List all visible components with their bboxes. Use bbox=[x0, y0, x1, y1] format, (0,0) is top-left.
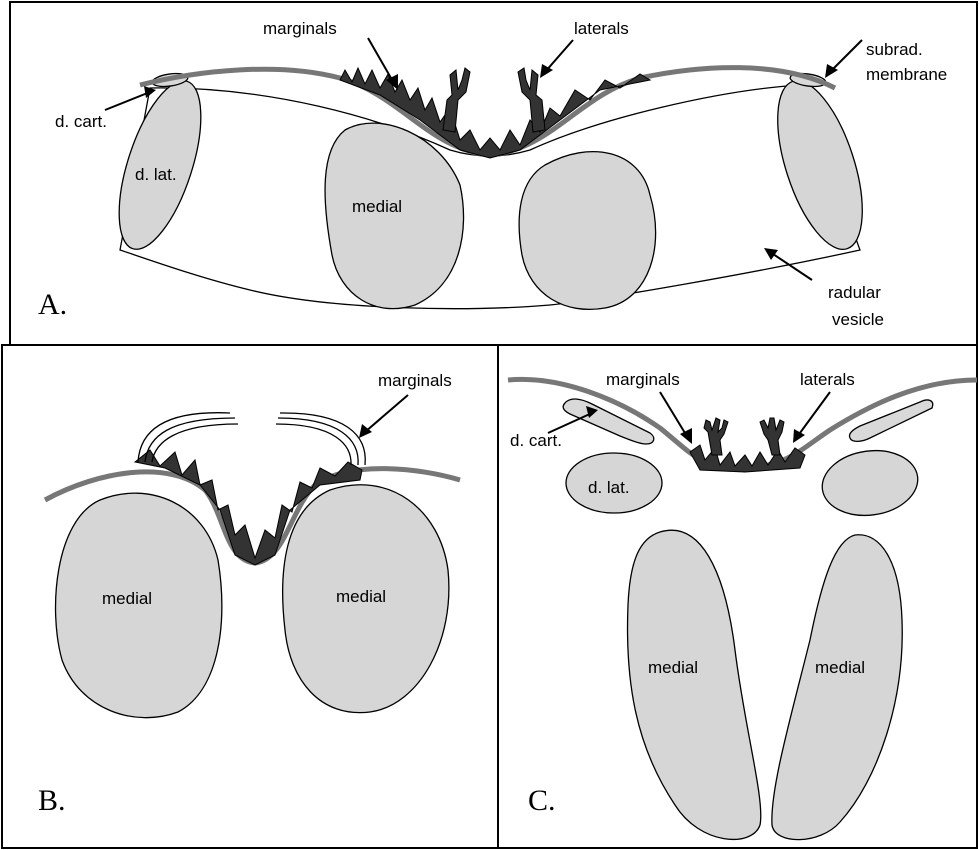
d-lat-muscle-c-right bbox=[818, 445, 922, 522]
marginal-tip-b-right-1 bbox=[280, 413, 365, 465]
radular-vesicle-outline bbox=[120, 85, 860, 309]
arrow-laterals-a bbox=[545, 40, 573, 72]
label-marginals-a: marginals bbox=[263, 19, 337, 38]
arrow-d-cart-a bbox=[105, 92, 150, 110]
panel-c: marginals laterals d. cart. d. lat. medi… bbox=[508, 370, 977, 840]
arrow-laterals-c bbox=[797, 392, 830, 437]
label-d-lat-c: d. lat. bbox=[588, 478, 630, 497]
label-marginals-c: marginals bbox=[606, 370, 680, 389]
d-lat-muscle-right bbox=[760, 71, 879, 259]
label-medial-b-left: medial bbox=[102, 589, 152, 608]
subradular-membrane-c bbox=[508, 379, 977, 468]
lateral-tooth-a-left bbox=[443, 68, 470, 132]
marginal-teeth-c bbox=[690, 445, 805, 472]
panel-b: marginals medial medial B. bbox=[38, 371, 460, 817]
label-medial-a: medial bbox=[352, 197, 402, 216]
marginal-tip-b-left-3 bbox=[152, 424, 238, 462]
lateral-tooth-c-left bbox=[704, 418, 728, 455]
medial-muscle-c-right bbox=[772, 535, 902, 840]
label-medial-b-right: medial bbox=[336, 587, 386, 606]
lateral-tooth-c-right bbox=[760, 418, 784, 455]
label-radular: radular bbox=[828, 283, 881, 302]
d-cart-c-right bbox=[849, 400, 932, 441]
label-d-lat-a: d. lat. bbox=[135, 165, 177, 184]
label-laterals-a: laterals bbox=[574, 19, 629, 38]
panel-a-letter: A. bbox=[38, 288, 67, 321]
panel-a: marginals laterals subrad. membrane d. c… bbox=[38, 19, 947, 329]
arrowhead-marginals-c bbox=[680, 428, 692, 444]
arrow-subrad bbox=[830, 40, 862, 72]
label-laterals-c: laterals bbox=[800, 370, 855, 389]
arrow-marginals-b bbox=[365, 395, 408, 432]
label-medial-c-left: medial bbox=[648, 658, 698, 677]
arrowhead-laterals-c bbox=[793, 429, 805, 443]
label-d-cart-a: d. cart. bbox=[55, 112, 107, 131]
d-cart-c-left bbox=[563, 399, 654, 444]
arrow-radular-vesicle bbox=[770, 252, 812, 280]
panel-c-letter: C. bbox=[528, 784, 556, 817]
label-d-cart-c: d. cart. bbox=[510, 431, 562, 450]
panel-b-letter: B. bbox=[38, 784, 66, 817]
label-vesicle: vesicle bbox=[832, 310, 884, 329]
label-medial-c-right: medial bbox=[815, 658, 865, 677]
arrowhead-radular-vesicle bbox=[764, 248, 778, 260]
medial-muscle-right bbox=[519, 152, 656, 310]
label-subrad-2: membrane bbox=[866, 65, 947, 84]
medial-muscle-c-left bbox=[628, 530, 761, 839]
arrowhead-marginals-b bbox=[359, 424, 372, 438]
arrow-d-cart-c bbox=[548, 413, 592, 433]
label-subrad-1: subrad. bbox=[866, 40, 923, 59]
label-marginals-b: marginals bbox=[378, 371, 452, 390]
